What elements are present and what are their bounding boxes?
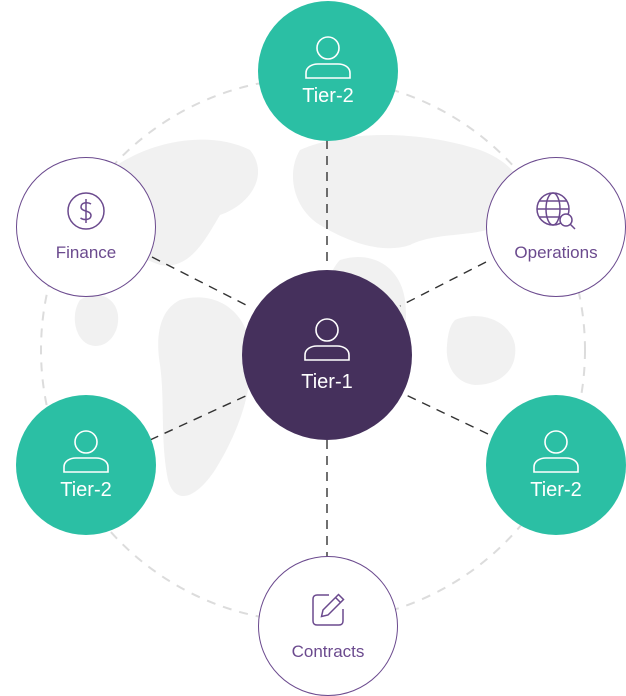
connector-finance [151,256,249,307]
node-right-tier-2[interactable]: Tier-2 [486,395,626,535]
user-icon [305,35,351,79]
node-label: Operations [514,243,598,262]
connector-right [403,393,489,435]
connector-operations [399,261,487,307]
node-left-tier-2[interactable]: Tier-2 [16,395,156,535]
node-center-tier-1[interactable]: Tier-1 [242,270,412,440]
connectors [149,140,489,558]
node-label: Finance [55,243,117,262]
edit-icon [312,593,345,626]
node-label: Tier-2 [302,84,354,107]
node-finance[interactable]: Finance [16,157,156,297]
node-label: Contracts [291,642,365,661]
user-icon [533,429,579,473]
node-top-tier-2[interactable]: Tier-2 [258,1,398,141]
node-label: Tier-2 [530,478,582,501]
user-icon [304,317,350,361]
connector-left [149,393,251,441]
node-label: Tier-1 [301,370,353,393]
globe-search-icon [536,192,576,230]
node-contracts[interactable]: Contracts [258,556,398,696]
node-operations[interactable]: Operations [486,157,626,297]
node-label: Tier-2 [60,478,112,501]
dollar-icon [67,192,105,230]
user-icon [63,429,109,473]
